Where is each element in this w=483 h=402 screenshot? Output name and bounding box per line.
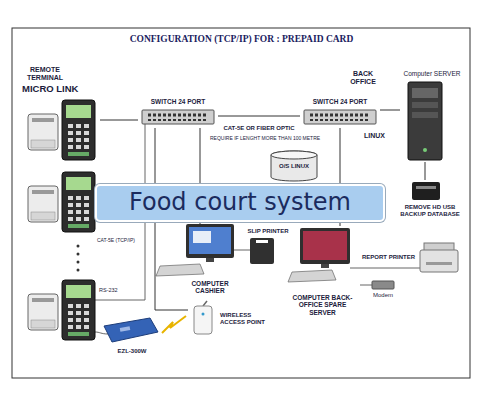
cable — [360, 285, 372, 286]
switch-device — [142, 110, 214, 124]
diagram-title: CONFIGURATION (TCP/IP) FOR : PREPAID CAR… — [0, 34, 483, 45]
cylinder-body — [271, 151, 317, 181]
terminal-unit: REMOTE TERMINAL MICRO LINK — [22, 66, 100, 166]
cashier-computer: COMPUTER CASHIER — [160, 224, 240, 298]
report-printer: REPORT PRINTER — [362, 238, 460, 276]
node-text: MICRO LINK — [22, 84, 100, 95]
report-printer-device — [420, 243, 458, 272]
cable — [350, 268, 420, 269]
node-text: SWITCH 24 PORT — [300, 98, 380, 105]
network-cable — [218, 116, 300, 117]
back-office-computer: COMPUTER BACK-OFFICE SPARE SERVER — [285, 226, 360, 324]
terminal-device — [28, 280, 95, 340]
node-text: COMPUTER BACK-OFFICE SPARE SERVER — [290, 294, 355, 316]
serial-converter: EZL-300W — [98, 316, 166, 358]
ezl-device — [104, 318, 158, 342]
network-switch: SWITCH 24 PORT — [138, 98, 218, 128]
server-device — [408, 82, 442, 160]
continuation-dots — [77, 245, 80, 272]
wireless-symbol — [162, 316, 186, 333]
cylinder-top — [271, 151, 317, 159]
cable — [95, 300, 145, 301]
network-cable — [425, 162, 426, 180]
annotation-label: LINUX — [364, 132, 385, 140]
modem: Modem — [366, 280, 400, 304]
node-text: WIRELESS ACCESS POINT — [220, 312, 272, 326]
switch-device — [304, 110, 376, 124]
node-text: Computer SERVER — [400, 70, 464, 77]
slip-printer-device — [250, 238, 274, 264]
usb-drive-device — [412, 182, 440, 200]
node-text: SLIP PRINTER — [242, 228, 294, 235]
cable — [234, 250, 250, 251]
access-point-device — [194, 301, 212, 334]
serial-cable — [95, 332, 108, 334]
node-text: REMOVE HD USB BACKUP DATABASE — [394, 204, 466, 218]
modem-device — [372, 281, 394, 289]
database-cylinder: O/S LINUX — [270, 150, 318, 182]
annotation-label: REQUIRE IF LENGHT MORE THAN 100 METRE — [210, 136, 320, 142]
cable — [95, 124, 420, 334]
diagram-frame — [12, 28, 470, 378]
wireless-access-point: WIRELESS ACCESS POINT — [188, 300, 280, 336]
annotation-label: RS-232 — [99, 287, 118, 293]
cashier-pc — [156, 224, 234, 276]
node-text: SWITCH 24 PORT — [138, 98, 218, 105]
node-text: Food court system — [97, 189, 383, 217]
network-cable — [380, 110, 400, 111]
usb-backup-drive: REMOVE HD USB BACKUP DATABASE — [394, 180, 466, 228]
annotation-label: BACK OFFICE — [343, 70, 383, 86]
node-text: REPORT PRINTER — [362, 254, 418, 261]
node-text: REMOTE TERMINAL — [22, 66, 68, 82]
annotation-label: CAT-5E OR FIBER OPTIC — [219, 125, 299, 132]
server-tower: Computer SERVER — [400, 70, 464, 162]
node-text: EZL-300W — [98, 348, 166, 355]
node-text: O/S LINUX — [270, 163, 318, 170]
node-text: Modem — [366, 292, 400, 299]
slip-printer: SLIP PRINTER — [242, 228, 294, 268]
network-cable — [100, 120, 138, 121]
terminal-device — [28, 100, 95, 160]
node-text: COMPUTER CASHIER — [185, 280, 235, 295]
back-office-pc — [288, 228, 350, 282]
annotation-label: CAT-5E (TCP/IP) — [97, 238, 135, 244]
title-banner: Food court system — [95, 184, 385, 222]
network-switch: SWITCH 24 PORT — [300, 98, 380, 128]
terminal-device — [28, 172, 95, 232]
